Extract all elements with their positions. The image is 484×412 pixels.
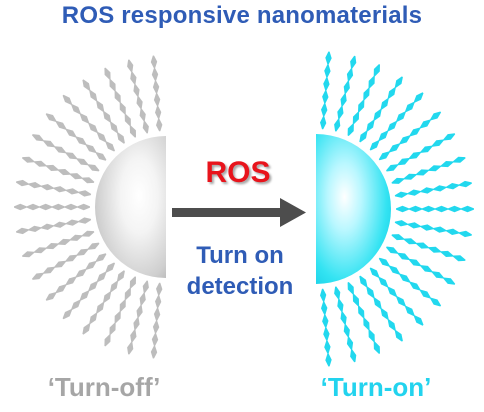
turn-on-ligand [391,234,466,262]
turn-on-ligand [359,76,403,143]
turn-on-ligand [396,205,474,213]
turn-on-ligand [347,64,380,136]
turn-on-ligand [369,92,424,151]
turn-off-nanoparticle [95,136,166,278]
turn-off-ligand [16,217,92,235]
turn-on-ligand [378,257,442,307]
turn-on-ligand [369,267,424,326]
turn-on-ligand [347,282,380,354]
turn-off-ligand [45,253,107,301]
detection-line-1: Turn on [196,242,284,269]
turn-off-caption: ‘Turn-off’ [47,372,161,402]
turn-on-ligand [394,180,472,198]
turn-off-ligand [62,94,115,152]
turn-off-ligand [62,262,115,320]
detection-label: Turn on detection [172,240,308,302]
turn-off-ligand [82,270,125,335]
turn-on-ligand [378,111,442,161]
turn-off-ligand [104,67,136,138]
turn-on-ligand [334,286,357,363]
turn-off-ligand [16,179,92,197]
turn-on-ligand [320,51,332,130]
turn-on-ligand [320,288,332,367]
turn-off-ligand [150,55,163,132]
turn-on-ligand [394,220,472,238]
turn-on-ligand [391,156,466,184]
turn-on-caption: ‘Turn-on’ [320,372,432,402]
ros-trigger-label: ROS [205,156,271,189]
turn-on-ligand [359,275,403,342]
figure-title: ROS responsive nanomaterials [61,2,423,29]
turn-off-ligand-shell [14,55,163,359]
turn-on-ligand [386,133,456,172]
reaction-arrow [172,198,306,227]
turn-off-ligand [127,59,149,134]
turn-on-ligand-shell [320,51,474,367]
turn-off-ligand [82,79,125,144]
turn-off-ligand [150,282,163,359]
detection-line-2: detection [186,273,294,300]
turn-off-ligand [45,113,107,161]
turn-on-nanoparticle [316,134,391,284]
turn-off-ligand [32,134,100,172]
turn-off-ligand [22,230,95,258]
turn-on-ligand [386,246,456,285]
turn-on-ligand [334,55,357,132]
turn-off-ligand [127,280,149,355]
turn-off-ligand [22,156,95,184]
turn-off-ligand [32,242,100,280]
turn-off-ligand [104,276,136,347]
turn-off-ligand [14,203,90,211]
